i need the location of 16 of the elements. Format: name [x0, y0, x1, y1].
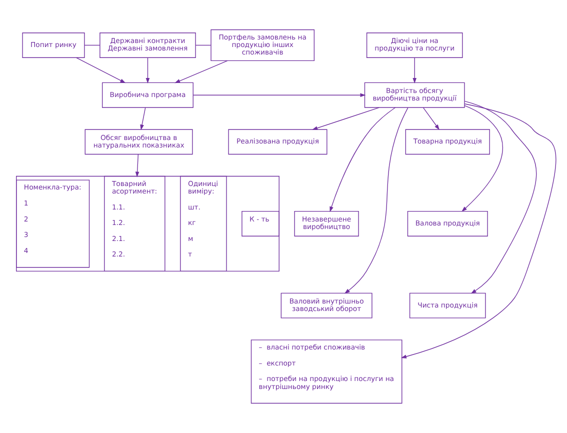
arrow [462, 105, 503, 212]
arrow [412, 57, 417, 84]
arrow [140, 107, 146, 130]
arrow [400, 104, 556, 358]
connector [195, 44, 212, 46]
arrow [146, 57, 150, 84]
arrow [76, 57, 126, 84]
arrow [464, 100, 536, 294]
connector [84, 44, 100, 46]
arrow [330, 107, 396, 212]
arrow [344, 107, 408, 294]
arrow [312, 107, 380, 130]
arrow [193, 93, 366, 98]
arrow [422, 107, 440, 130]
arrow [135, 154, 140, 178]
arrow [174, 60, 228, 84]
